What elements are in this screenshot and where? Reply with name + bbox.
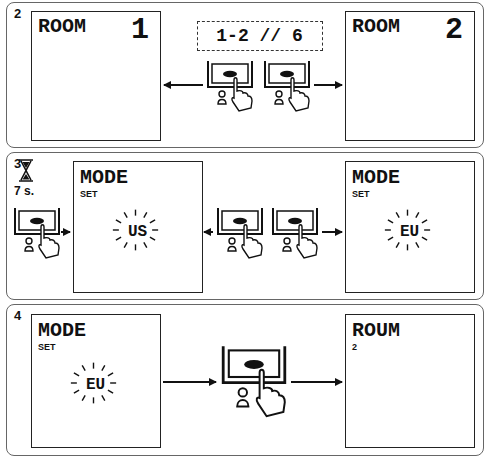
display-text: 1-2 // 6 bbox=[216, 27, 302, 45]
display-text: ROUM bbox=[352, 321, 400, 341]
blink-ray bbox=[74, 373, 79, 376]
blink-ray bbox=[116, 238, 121, 241]
blink-ray bbox=[83, 366, 86, 371]
blink-ray bbox=[93, 363, 94, 369]
arrow bbox=[164, 84, 203, 86]
blink-ray bbox=[150, 220, 155, 223]
display-text: MODE bbox=[352, 168, 400, 188]
arrow bbox=[291, 381, 342, 383]
arrow bbox=[314, 84, 342, 86]
blink-ray bbox=[407, 210, 408, 216]
blink-ray bbox=[74, 391, 79, 394]
lcd-display: ROOM 1 bbox=[31, 11, 161, 141]
blink-ray bbox=[407, 245, 408, 251]
display-text: 2 bbox=[352, 343, 357, 352]
step-number: 3 bbox=[14, 157, 21, 170]
blink-ray bbox=[135, 210, 136, 216]
arrow bbox=[322, 231, 342, 233]
blink-ray bbox=[422, 238, 427, 241]
display-text: MODE bbox=[38, 321, 86, 341]
lcd-display: ROOM 2 bbox=[345, 11, 475, 141]
blink-ray bbox=[425, 230, 431, 231]
button-hand bbox=[265, 61, 309, 111]
time-label: 7 s. bbox=[14, 185, 34, 197]
display-text: ROOM bbox=[352, 17, 400, 37]
display-text: EU bbox=[400, 224, 419, 240]
blink-ray bbox=[397, 243, 400, 248]
button-hand bbox=[208, 61, 252, 111]
button-hand bbox=[223, 346, 285, 416]
lcd-display: MODE SET EU bbox=[345, 161, 475, 293]
blink-ray bbox=[108, 391, 113, 394]
arrow bbox=[204, 231, 213, 233]
blink-ray bbox=[416, 243, 419, 248]
display-text: SET bbox=[38, 343, 56, 352]
display-text: SET bbox=[352, 190, 370, 199]
blink-ray bbox=[397, 213, 400, 218]
blink-ray bbox=[135, 245, 136, 251]
blink-ray bbox=[385, 230, 391, 231]
hourglass-sand bbox=[23, 162, 30, 180]
blink-ray bbox=[125, 243, 128, 248]
blink-ray bbox=[153, 230, 159, 231]
range-box: 1-2 // 6 bbox=[197, 21, 323, 51]
display-text: 2 bbox=[445, 15, 463, 45]
step-number: 4 bbox=[14, 309, 21, 322]
arrow bbox=[61, 231, 70, 233]
blink-ray bbox=[71, 383, 77, 384]
blink-ray bbox=[102, 396, 105, 401]
blink-ray bbox=[102, 366, 105, 371]
blink-ray bbox=[416, 213, 419, 218]
display-text: MODE bbox=[80, 168, 128, 188]
blink-ray bbox=[150, 238, 155, 241]
blink-ray bbox=[111, 383, 117, 384]
step-number: 2 bbox=[14, 7, 21, 20]
blink-ray bbox=[113, 230, 119, 231]
step-panel: 3MODE SET US MODE SET EU bbox=[6, 152, 484, 300]
button-hand bbox=[218, 208, 262, 258]
display-text: SET bbox=[80, 190, 98, 199]
display-text: 1 bbox=[131, 15, 149, 45]
blink-ray bbox=[125, 213, 128, 218]
display-text: EU bbox=[86, 377, 105, 393]
lcd-display: MODE SET EU bbox=[31, 314, 161, 448]
blink-ray bbox=[144, 243, 147, 248]
blink-ray bbox=[388, 220, 393, 223]
blink-ray bbox=[93, 398, 94, 404]
blink-ray bbox=[108, 373, 113, 376]
arrow bbox=[163, 381, 216, 383]
display-text: ROOM bbox=[38, 17, 86, 37]
lcd-display: ROUM 2 bbox=[345, 314, 475, 448]
blink-ray bbox=[144, 213, 147, 218]
blink-ray bbox=[83, 396, 86, 401]
blink-ray bbox=[422, 220, 427, 223]
step-panel: 4MODE SET EU ROUM 2 bbox=[6, 304, 484, 456]
button-hand bbox=[15, 208, 59, 258]
step-panel: 2ROOM11-2 // 6ROOM2 bbox=[6, 2, 484, 148]
blink-ray bbox=[116, 220, 121, 223]
button-hand bbox=[273, 208, 317, 258]
lcd-display: MODE SET US bbox=[73, 161, 203, 293]
display-text: US bbox=[128, 224, 147, 240]
blink-ray bbox=[388, 238, 393, 241]
